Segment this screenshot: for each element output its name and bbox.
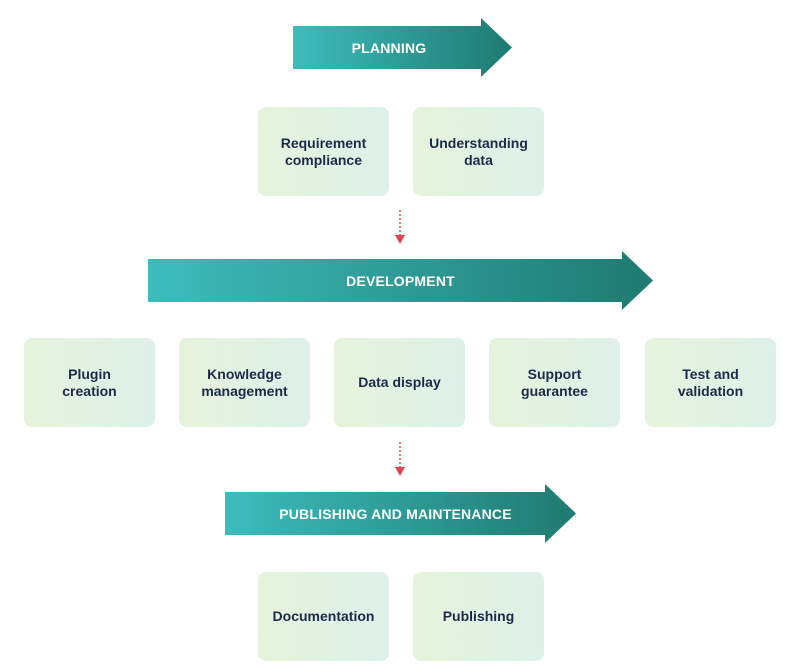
phase-arrow-development: DEVELOPMENT <box>148 251 653 310</box>
box-test-and-validation: Test and validation <box>645 338 776 427</box>
arrow-shape <box>148 251 653 310</box>
box-knowledge-management: Knowledge management <box>179 338 310 427</box>
box-requirement-compliance: Requirement compliance <box>258 107 389 196</box>
box-data-display: Data display <box>334 338 465 427</box>
phase-title-publishing-maintenance: PUBLISHING AND MAINTENANCE <box>279 505 512 522</box>
box-plugin-creation: Plugin creation <box>24 338 155 427</box>
phase-title-planning: PLANNING <box>351 39 427 56</box>
arrow-shape <box>225 484 576 543</box>
phase-arrow-publishing-maintenance: PUBLISHING AND MAINTENANCE <box>225 484 576 543</box>
phase-title-development: DEVELOPMENT <box>346 272 455 289</box>
box-publishing: Publishing <box>413 572 544 661</box>
box-support-guarantee: Support guarantee <box>489 338 620 427</box>
phase-arrow-planning: PLANNING <box>293 18 512 77</box>
arrow-shape <box>293 18 512 77</box>
box-understanding-data: Understanding data <box>413 107 544 196</box>
connector-arrow-planning-development <box>395 210 405 244</box>
connector-arrow-development-publishing <box>395 442 405 476</box>
box-documentation: Documentation <box>258 572 389 661</box>
